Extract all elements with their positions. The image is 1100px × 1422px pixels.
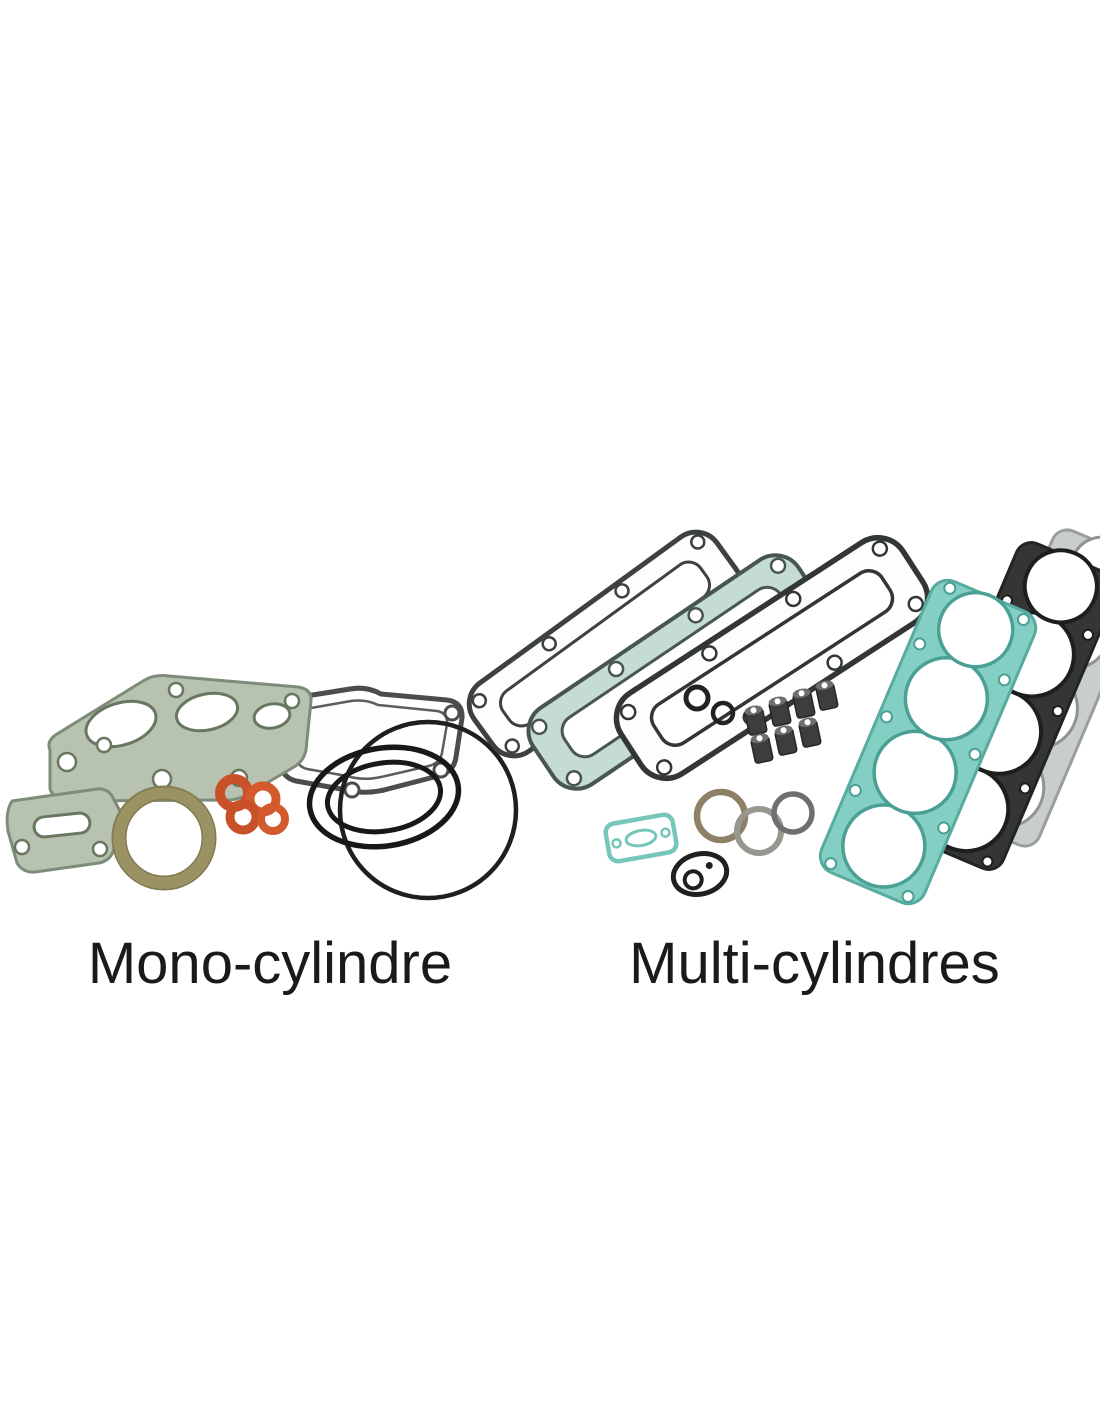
mono-cylinder-kit <box>5 674 519 901</box>
mono-ring-gasket-icon <box>111 785 217 891</box>
multi-valve-stem-seals-icon <box>744 680 839 764</box>
multi-oval-seal-icon <box>670 851 730 897</box>
multi-cylinder-kit <box>466 528 1100 906</box>
mono-small-gasket-icon <box>5 787 126 874</box>
multi-small-plate-gasket-icon <box>603 812 679 864</box>
multi-head-gasket-teal-icon <box>818 578 1038 906</box>
multi-small-o-rings-icon <box>683 684 736 726</box>
caption-multi-cylinder: Multi-cylindres <box>629 931 1000 996</box>
caption-mono-cylinder: Mono-cylindre <box>87 931 453 996</box>
mono-o-rings-icon <box>306 719 519 901</box>
multi-metal-rings-icon <box>693 788 815 856</box>
mono-copper-washers-icon <box>215 774 289 835</box>
mono-base-gasket-icon <box>47 674 313 803</box>
